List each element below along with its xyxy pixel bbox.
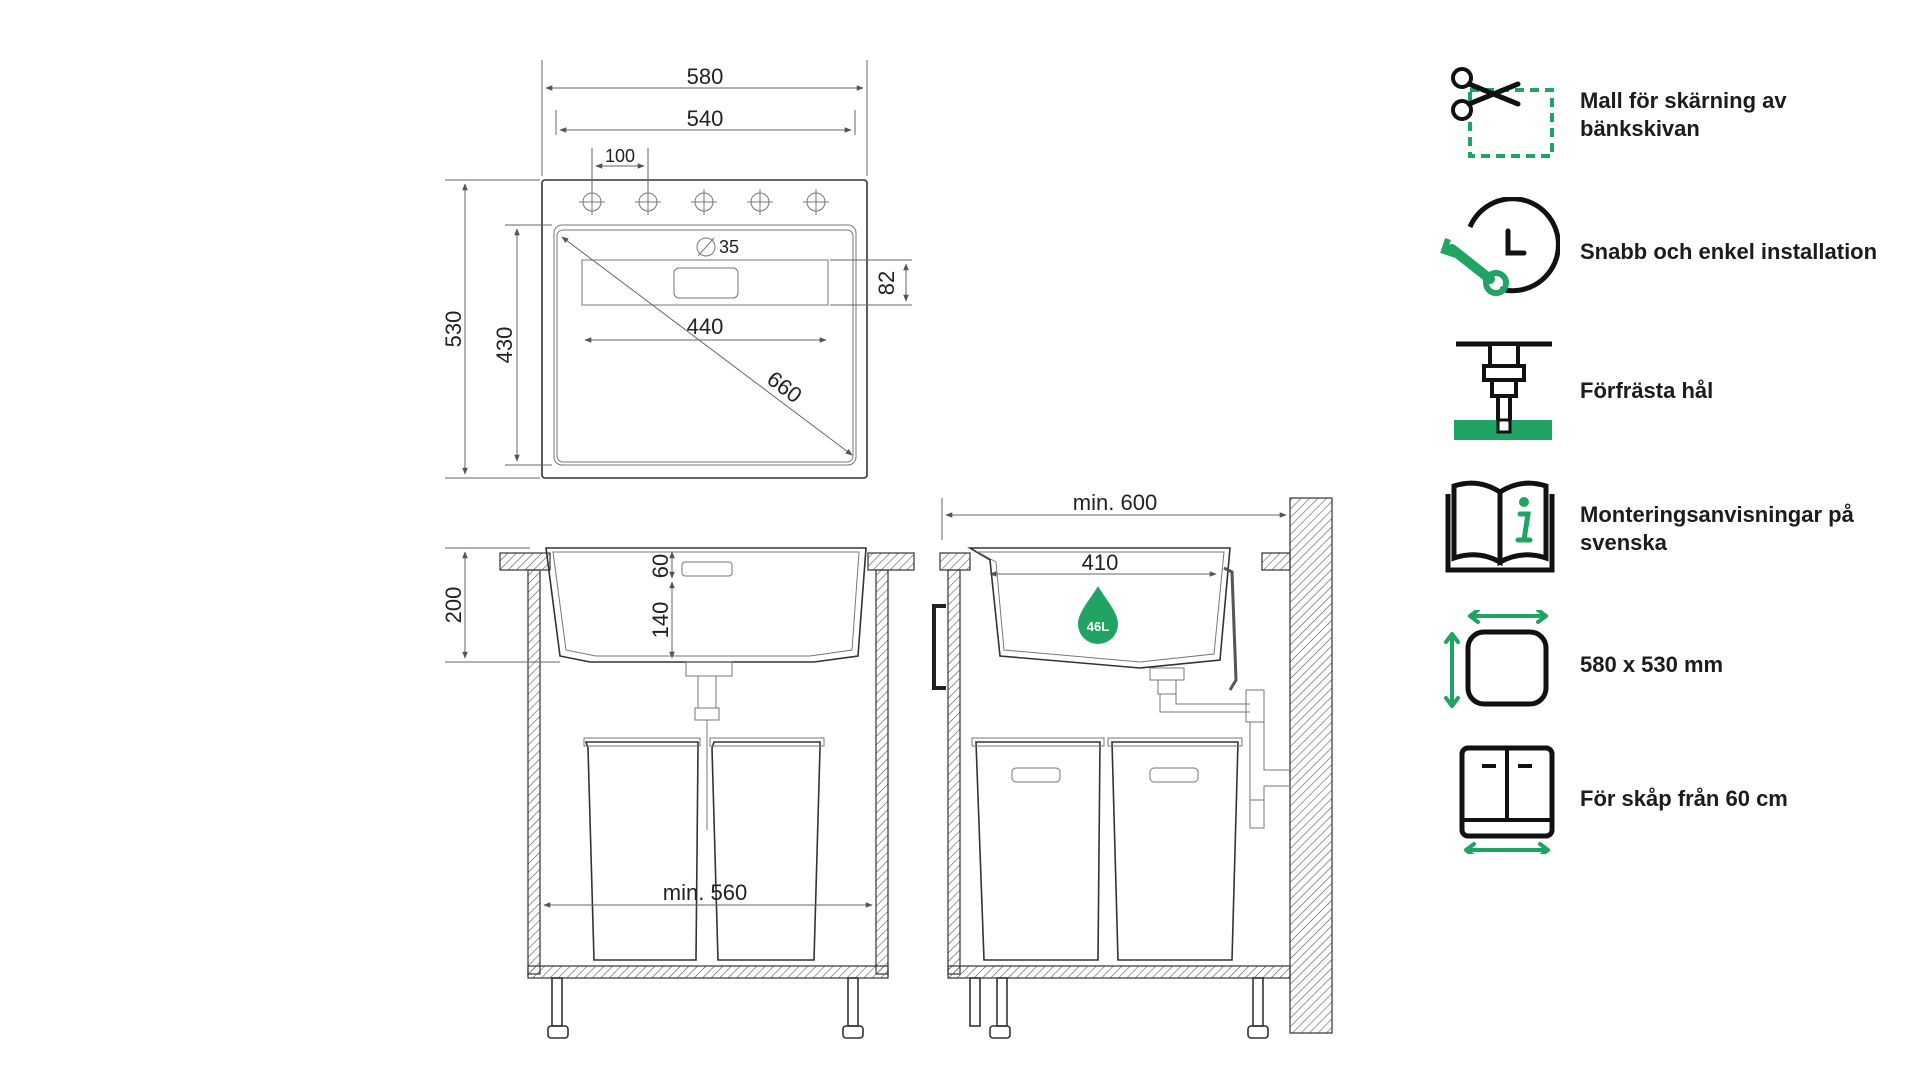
dim-cabinet-min-depth: min. 600 <box>1073 490 1157 515</box>
feature-text: Förfrästa hål <box>1580 378 1714 403</box>
dim-depth-total: 200 <box>441 587 466 624</box>
feature-text: För skåp från 60 cm <box>1580 786 1788 811</box>
dim-diagonal: 660 <box>762 366 806 408</box>
volume-label: 46L <box>1087 619 1109 634</box>
cabinet-icon <box>1440 744 1560 858</box>
dim-hole-spacing: 100 <box>605 146 635 166</box>
feature-quick-installation: Snabb och enkel installation <box>1440 196 1910 307</box>
feature-text: Snabb och enkel installation <box>1580 239 1878 264</box>
tap-hole-markers <box>579 189 829 215</box>
dim-height-outer: 530 <box>441 311 466 348</box>
dim-drain-diameter: 35 <box>719 237 739 257</box>
feature-text: Mall för skärning av bänkskivan <box>1580 88 1787 141</box>
feature-text: Monteringsanvisningar på svenska <box>1580 502 1854 555</box>
feature-swedish-manual: Monteringsanvisningar på svenska <box>1440 474 1910 584</box>
feature-text: 580 x 530 mm <box>1580 652 1724 677</box>
clock-wrench-icon <box>1440 196 1561 307</box>
dim-bowl-length: 410 <box>1082 550 1119 575</box>
scissors-template-icon <box>1440 60 1560 170</box>
dim-cabinet-min-width: min. 560 <box>663 880 747 905</box>
dim-width-outer: 580 <box>687 64 724 89</box>
manual-book-icon <box>1440 474 1560 584</box>
top-view: 35 580 540 100 530 430 82 440 <box>441 60 912 479</box>
dim-width-inner: 540 <box>687 106 724 131</box>
drill-icon <box>1440 336 1560 446</box>
feature-cutting-template: Mall för skärning av bänkskivan <box>1440 60 1910 170</box>
front-view: 200 60 140 min. 560 <box>441 547 915 1039</box>
dim-rim-depth: 60 <box>648 554 673 578</box>
dim-height-inner: 430 <box>492 327 517 364</box>
feature-cabinet-size: För skåp från 60 cm <box>1440 744 1910 858</box>
dim-bowl-depth: 140 <box>648 602 673 639</box>
feature-dimensions: 580 x 530 mm <box>1440 608 1910 720</box>
side-view: 46L min. 600 410 <box>932 490 1333 1039</box>
dimensions-icon <box>1440 608 1560 720</box>
dim-overflow-height: 82 <box>874 271 899 295</box>
feature-predrilled-holes: Förfrästa hål <box>1440 336 1910 446</box>
